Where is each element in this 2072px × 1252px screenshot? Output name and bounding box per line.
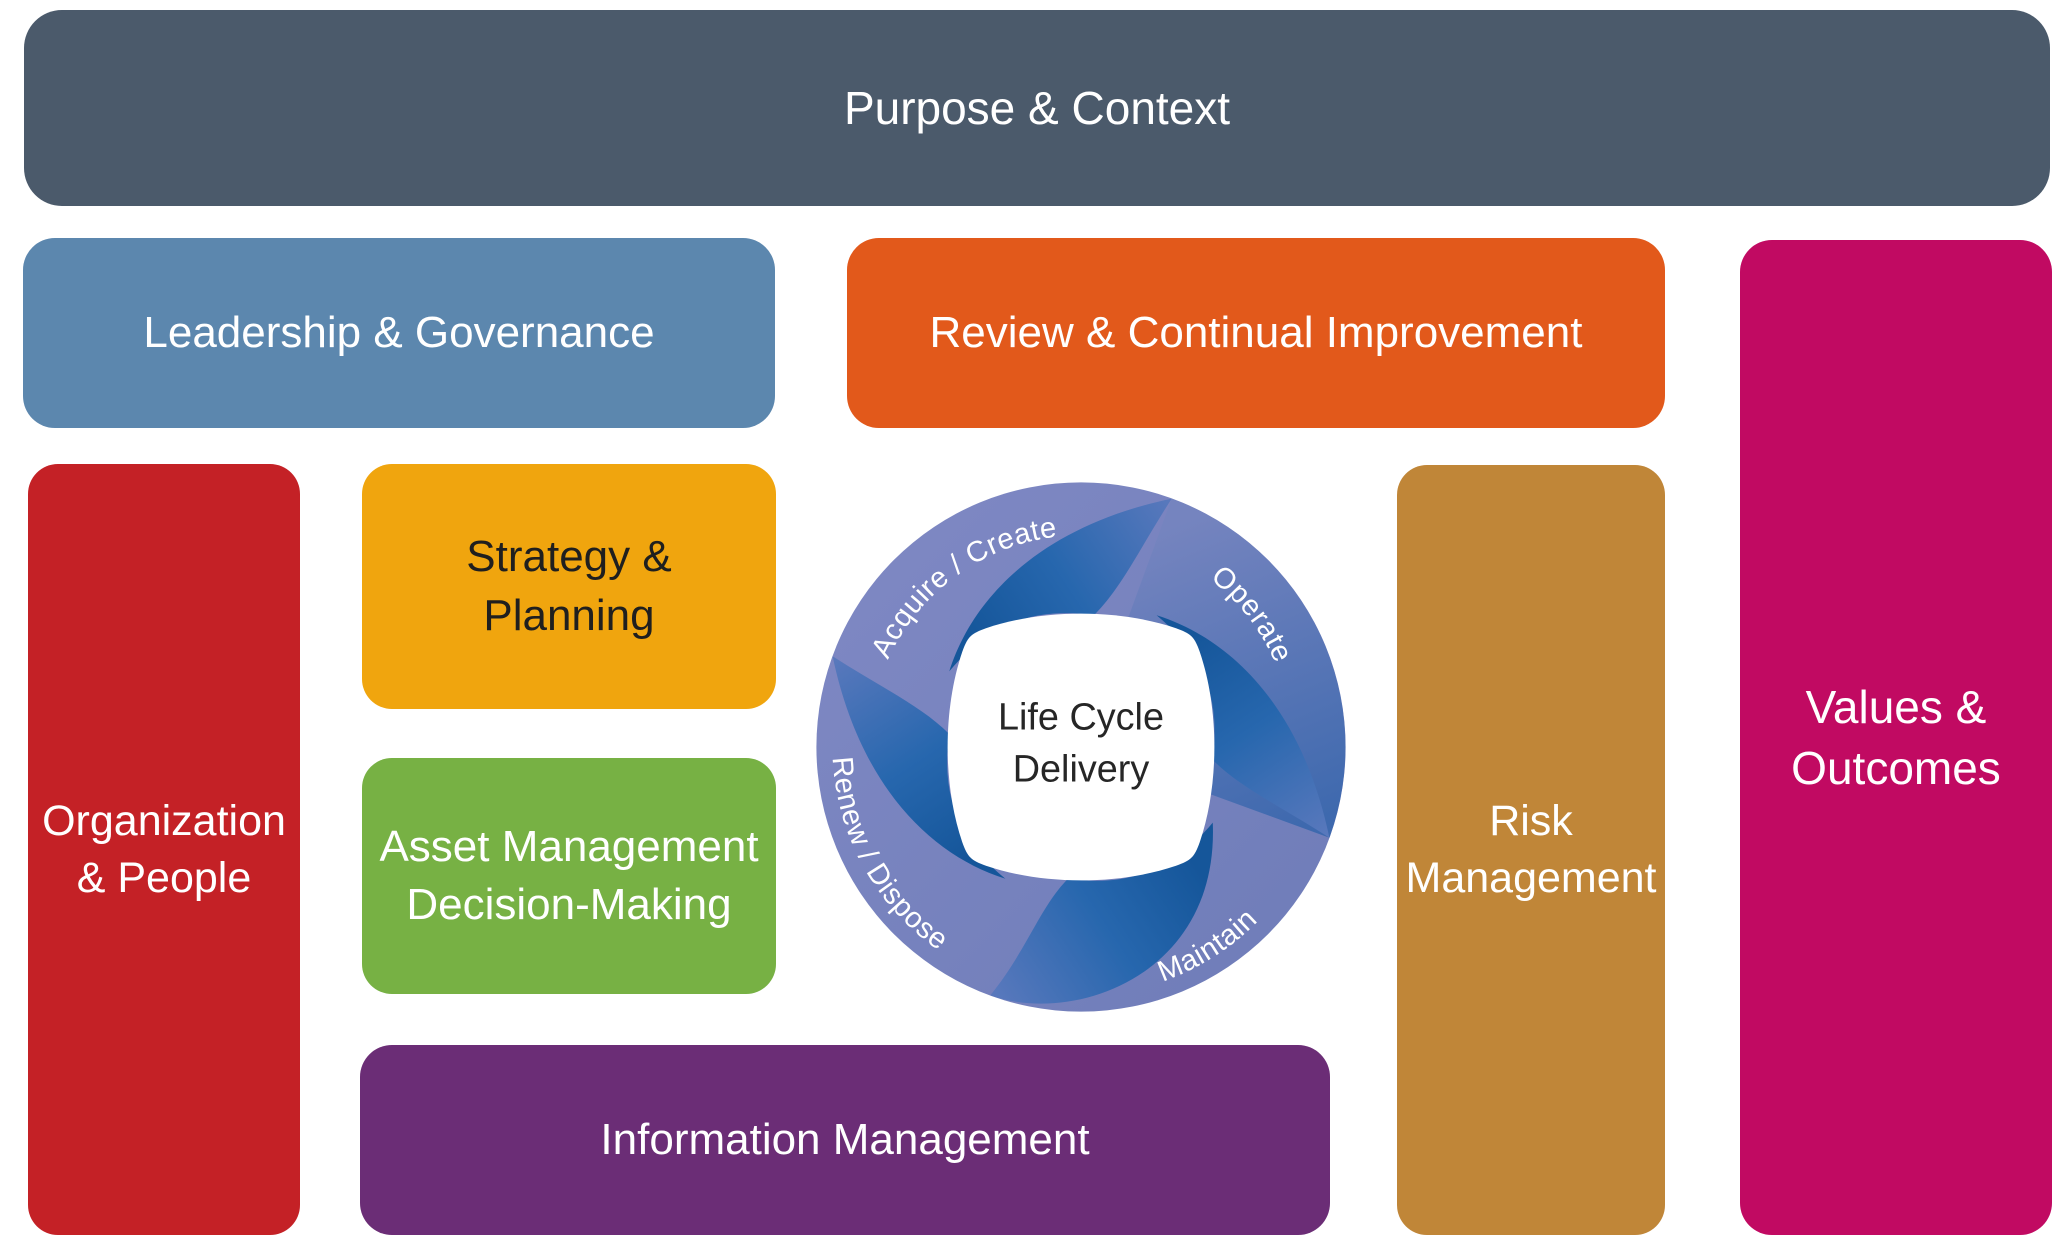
box-asset-management-decision-making: Asset Management Decision-Making	[362, 758, 776, 994]
wheel-center-label-line2: Delivery	[1013, 749, 1150, 791]
decision-making-label-line1: Asset Management	[379, 821, 759, 871]
box-purpose-context: Purpose & Context	[24, 10, 2050, 206]
box-review-continual-improvement: Review & Continual Improvement	[847, 238, 1665, 428]
box-risk-management: Risk Management	[1397, 465, 1665, 1235]
leadership-governance-label: Leadership & Governance	[143, 307, 655, 357]
decision-making-label-line2: Decision-Making	[406, 880, 732, 929]
values-outcomes-label-line2: Outcomes	[1791, 741, 2001, 794]
organization-people-label-line2: & People	[76, 853, 252, 902]
organization-people-label-line1: Organization	[42, 796, 286, 845]
box-leadership-governance: Leadership & Governance	[23, 238, 775, 428]
wheel-center-label-line1: Life Cycle	[998, 697, 1164, 739]
box-information-management: Information Management	[360, 1045, 1330, 1235]
review-continual-improvement-label: Review & Continual Improvement	[929, 307, 1583, 357]
life-cycle-wheel-graphic: Acquire / Create Operate Maintain Renew …	[816, 482, 1346, 1012]
risk-management-label-line1: Risk	[1489, 797, 1573, 846]
risk-management-label-line2: Management	[1405, 854, 1657, 902]
box-values-outcomes: Values & Outcomes	[1740, 240, 2052, 1235]
purpose-context-label: Purpose & Context	[843, 81, 1231, 134]
box-organization-people: Organization & People	[28, 464, 300, 1235]
values-outcomes-label-line1: Values &	[1805, 680, 1987, 733]
life-cycle-delivery-wheel: Acquire / Create Operate Maintain Renew …	[811, 477, 1351, 1017]
wheel-center-panel	[947, 613, 1215, 881]
strategy-planning-label-line2: Planning	[483, 590, 655, 640]
strategy-planning-label-line1: Strategy &	[466, 532, 672, 582]
information-management-label: Information Management	[600, 1114, 1090, 1164]
box-strategy-planning: Strategy & Planning	[362, 464, 776, 709]
